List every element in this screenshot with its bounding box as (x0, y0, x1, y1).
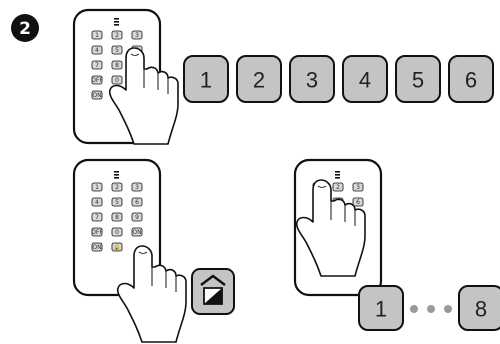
keypad-key: 3 (131, 30, 143, 40)
keypad-key-label: 🔒 (113, 243, 120, 251)
keypad-key-label: 9 (135, 214, 139, 221)
code-digit-label: 6 (465, 68, 477, 93)
keypad-key-label: 7 (95, 214, 99, 221)
code-digit-box: 3 (289, 55, 335, 103)
range-start-label: 1 (375, 297, 387, 322)
keypad-key: 1 (91, 182, 103, 192)
code-digit-box: 2 (236, 55, 282, 103)
keypad-key: 4 (91, 197, 103, 207)
keypad-key-label: 6 (356, 199, 360, 206)
code-sequence: 1 2 3 4 5 6 (183, 55, 494, 103)
keypad-key-label: 4 (95, 47, 99, 54)
keypad-key: 2 (111, 30, 123, 40)
code-digit-label: 2 (253, 68, 265, 93)
keypad-key-label: OFF (91, 77, 103, 84)
keypad-key: 7 (91, 212, 103, 222)
code-digit-label: 5 (412, 68, 424, 93)
keypad-key-label: ON (132, 229, 141, 236)
step-number: 2 (19, 19, 31, 39)
status-led-icon (335, 171, 340, 179)
keypad-key: 🔒 (111, 242, 123, 252)
keypad-key: 3 (131, 182, 143, 192)
keypad-key-label: 1 (95, 184, 99, 191)
keypad-key: ON (91, 90, 103, 100)
code-digit-box: 4 (342, 55, 388, 103)
keypad-key: OFF (91, 227, 103, 237)
keypad-key-label: 1 (95, 32, 99, 39)
keypad-key: 0 (111, 75, 123, 85)
keypad-key: 8 (111, 212, 123, 222)
keypad-key-label: ON (92, 92, 101, 99)
keypad-key-label: 5 (115, 199, 119, 206)
keypad-key-label: 0 (115, 77, 119, 84)
range-end-label: 8 (475, 297, 487, 322)
keypad-key: 6 (131, 197, 143, 207)
keypad-key: OFF (91, 75, 103, 85)
keypad-key: ON (131, 227, 143, 237)
code-digit-box: 5 (395, 55, 441, 103)
keypad-key: 2 (111, 182, 123, 192)
garage-door-button (191, 268, 235, 315)
keypad-key-label: 3 (356, 184, 360, 191)
code-digit-label: 1 (200, 68, 212, 93)
keypad-key: 6 (352, 197, 364, 207)
keypad-key-label: 5 (115, 47, 119, 54)
keypad-key-label: 3 (135, 32, 139, 39)
step-number-badge: 2 (11, 14, 39, 42)
code-digit-box: 6 (448, 55, 494, 103)
keypad-key-label: 3 (135, 184, 139, 191)
ellipsis-dot (427, 305, 435, 313)
keypad-key-label: ON (92, 244, 101, 251)
code-range: 1 8 (358, 285, 500, 331)
keypad-key: 0 (111, 227, 123, 237)
keypad-key-label: 2 (115, 32, 119, 39)
ellipsis-dot (444, 305, 452, 313)
keypad-key: 7 (91, 60, 103, 70)
keypad-key-label: 0 (115, 229, 119, 236)
status-led-icon (114, 171, 119, 179)
code-digit-label: 4 (359, 68, 371, 93)
keypad-key: 4 (91, 45, 103, 55)
keypad-key: 1 (91, 30, 103, 40)
keypad-key-label: 8 (115, 62, 119, 69)
keypad-key-label: OFF (91, 229, 103, 236)
keypad-key-label: 4 (95, 199, 99, 206)
keypad-key: 5 (111, 197, 123, 207)
keypad-key: 3 (352, 182, 364, 192)
keypad-key-label: 2 (336, 184, 340, 191)
keypad-key: ON (91, 242, 103, 252)
keypad-key-label: 6 (135, 199, 139, 206)
keypad-key: 2 (332, 182, 344, 192)
code-digit-box: 1 (183, 55, 229, 103)
keypad-key-label: 8 (115, 214, 119, 221)
ellipsis-dot (410, 305, 418, 313)
keypad-key-label: 2 (115, 184, 119, 191)
code-digit-label: 3 (306, 68, 318, 93)
keypad-key: 9 (131, 212, 143, 222)
keypad-key-label: 7 (95, 62, 99, 69)
garage-door-icon (200, 274, 226, 305)
keypad-key: 8 (111, 60, 123, 70)
status-led-icon (114, 18, 119, 26)
keypad-key: 5 (111, 45, 123, 55)
